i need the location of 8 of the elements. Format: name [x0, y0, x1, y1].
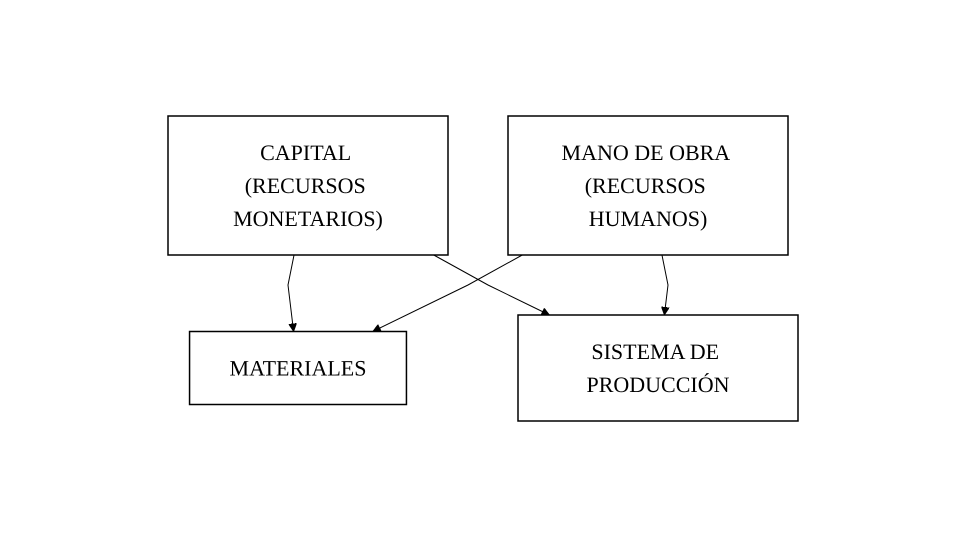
arrow: [660, 254, 670, 316]
node-box: CAPITAL (RECURSOS MONETARIOS): [167, 115, 449, 256]
arrow: [288, 254, 298, 332]
arrow: [372, 254, 523, 332]
node-box: MATERIALES: [188, 330, 408, 406]
node-box: MANO DE OBRA (RECURSOS HUMANOS): [507, 115, 789, 256]
arrow: [433, 254, 550, 316]
node-box: SISTEMA DE PRODUCCIÓN: [517, 314, 799, 422]
